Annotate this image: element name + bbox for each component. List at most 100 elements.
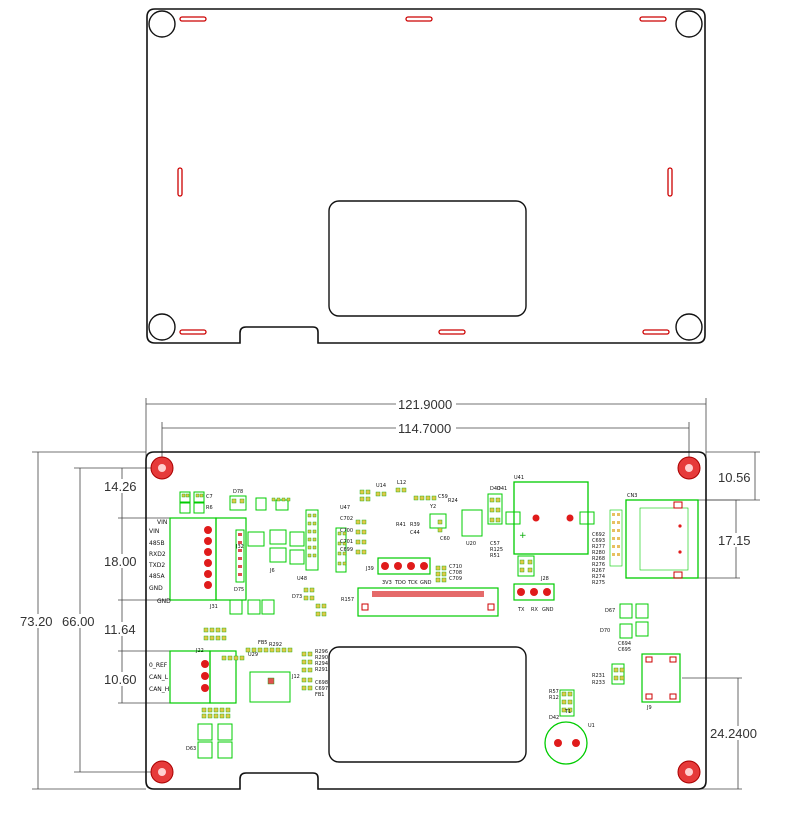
dim-left-inner: 66.00 bbox=[62, 614, 95, 629]
slot bbox=[642, 329, 670, 335]
mount-hole bbox=[148, 10, 176, 38]
header-long bbox=[357, 587, 499, 617]
j32-pin-7: GND bbox=[149, 585, 163, 592]
c44-ref: C44 bbox=[410, 530, 420, 536]
dim-right-bottom: 24.2400 bbox=[710, 726, 757, 741]
c702-ref: C702 bbox=[340, 516, 353, 522]
c708-ref: C708 bbox=[449, 570, 462, 576]
slot bbox=[405, 16, 433, 22]
j32-pin-3: 485B bbox=[149, 540, 165, 547]
j32-pin-2: VIN bbox=[149, 528, 159, 535]
u20-ref: U20 bbox=[466, 541, 476, 547]
dim-seg2: 18.00 bbox=[104, 554, 137, 569]
u47-ref: U47 bbox=[340, 505, 350, 511]
slot bbox=[179, 16, 207, 22]
dim-right-top: 10.56 bbox=[718, 470, 751, 485]
r274-ref: R274 bbox=[592, 574, 605, 580]
component-j9: J9 bbox=[641, 653, 681, 711]
r280-ref: R280 bbox=[592, 550, 605, 556]
r277-ref: R277 bbox=[592, 544, 605, 550]
c60-ref: C60 bbox=[440, 536, 450, 542]
jtag-pin-3: TCK bbox=[407, 580, 418, 586]
t1-ref: T1 bbox=[564, 709, 571, 715]
r233-ref: R233 bbox=[592, 680, 605, 686]
c7-ref: C7 bbox=[206, 494, 213, 500]
jtag-pin-2: TDO bbox=[394, 580, 406, 586]
r51-ref: R51 bbox=[490, 553, 500, 559]
c57-ref: C57 bbox=[490, 541, 500, 547]
hdr-pin-3: GND bbox=[542, 607, 554, 613]
c697-ref: C697 bbox=[315, 686, 328, 692]
r41-ref: R41 bbox=[396, 522, 406, 528]
hdr-pin-1: TX bbox=[517, 607, 525, 613]
can-pin-2: CAN_L bbox=[149, 674, 169, 681]
c700-ref: C700 bbox=[340, 528, 353, 534]
dim-seg1: 14.26 bbox=[104, 479, 137, 494]
c699-ref: C699 bbox=[340, 547, 353, 553]
c694-ref: C694 bbox=[618, 641, 631, 647]
c701-ref: C701 bbox=[340, 539, 353, 545]
r275-ref: R275 bbox=[592, 580, 605, 586]
y2-ref: Y2 bbox=[429, 504, 436, 510]
dimension-labels: 121.9000 114.7000 73.20 66.00 14.26 18.0… bbox=[20, 397, 768, 741]
u41-ref: U41 bbox=[514, 475, 524, 481]
j32-pin-1: VIN bbox=[157, 519, 167, 526]
c59-ref: C59 bbox=[438, 494, 448, 500]
u29-ref: U29 bbox=[248, 652, 258, 658]
d67-ref: D67 bbox=[605, 608, 615, 614]
mount-hole bbox=[148, 313, 176, 341]
r57-ref: R57 bbox=[549, 689, 559, 695]
r39-ref: R39 bbox=[410, 522, 420, 528]
r296-ref: R296 bbox=[315, 649, 328, 655]
can-pin-3: CAN_H bbox=[149, 686, 169, 693]
assembly-board-outline bbox=[145, 451, 707, 790]
header-j39: J39 3V3 TDO TCK GND bbox=[365, 557, 432, 586]
svg-text:+: + bbox=[519, 531, 527, 541]
mount-hole bbox=[675, 10, 703, 38]
r157-ref: R157 bbox=[341, 597, 354, 603]
slot bbox=[179, 329, 207, 335]
mount-hole bbox=[675, 313, 703, 341]
r291-ref: R291 bbox=[315, 667, 328, 673]
d40-ref: D40 bbox=[490, 486, 500, 492]
u1-ref: U1 bbox=[588, 723, 595, 729]
j31-ref: J31 bbox=[209, 604, 218, 610]
d42-ref: D42 bbox=[549, 715, 559, 721]
d63-ref: D63 bbox=[186, 746, 196, 752]
refdes-labels: D78 C7 R6 U47 U14 L12 C702 C700 C701 C69… bbox=[186, 480, 631, 752]
l12-ref: L12 bbox=[397, 480, 406, 486]
r12-ref: R12 bbox=[549, 695, 559, 701]
top-board-view bbox=[146, 8, 706, 344]
c695-ref: C695 bbox=[618, 647, 631, 653]
j32-pin-4: RXD2 bbox=[149, 551, 166, 558]
r267-ref: R267 bbox=[592, 568, 605, 574]
fb1-ref: FB1 bbox=[315, 692, 325, 698]
r292-ref: R292 bbox=[269, 642, 282, 648]
smd-pads bbox=[181, 487, 625, 719]
misc-components bbox=[179, 491, 649, 759]
hdr-pin-2: RX bbox=[531, 607, 538, 613]
r24-ref: R24 bbox=[448, 498, 458, 504]
dim-seg4: 10.60 bbox=[104, 672, 137, 687]
c698-ref: C698 bbox=[315, 680, 328, 686]
dim-seg3: 11.64 bbox=[104, 622, 136, 637]
component-u41: + U41 bbox=[505, 475, 595, 555]
c693-ref: C693 bbox=[592, 538, 605, 544]
display-window bbox=[328, 646, 527, 763]
c692-ref: C692 bbox=[592, 532, 605, 538]
u48-ref: U48 bbox=[297, 576, 307, 582]
u14-ref: U14 bbox=[376, 483, 386, 489]
j32-ref: J32 bbox=[235, 544, 244, 550]
j32-pin-5: TXD2 bbox=[148, 562, 165, 569]
component-u1: U1 bbox=[544, 721, 595, 765]
header-j28: J28 TX RX GND bbox=[513, 576, 555, 613]
j9-ref: J9 bbox=[646, 705, 652, 711]
fb5-ref: FB5 bbox=[258, 640, 268, 646]
d78-ref: D78 bbox=[233, 489, 243, 495]
d41-ref: D41 bbox=[497, 486, 507, 492]
can-pin-1: 0_REF bbox=[149, 662, 168, 669]
d75-ref: D75 bbox=[234, 587, 244, 593]
component-u20: U20 bbox=[461, 509, 483, 547]
mount-pads bbox=[150, 456, 701, 784]
